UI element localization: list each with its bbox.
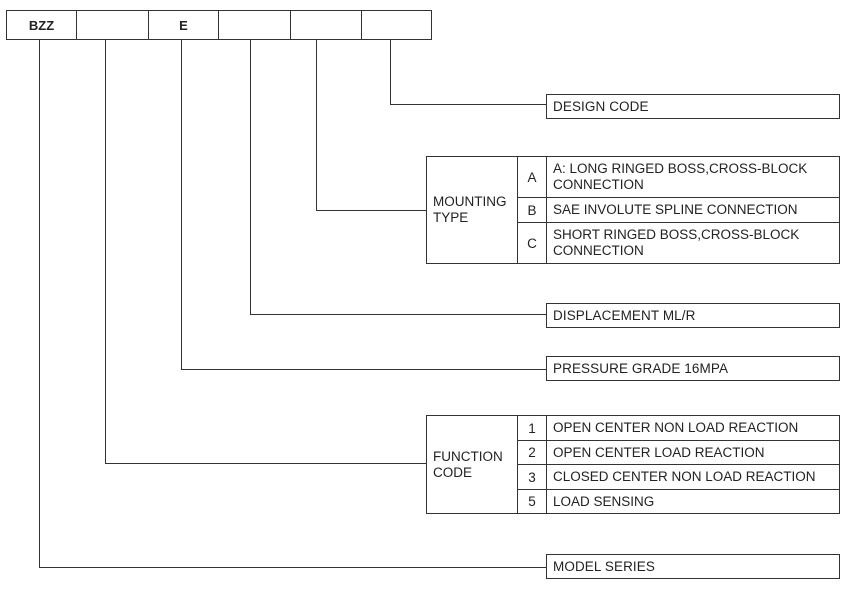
function-code-group: FUNCTION CODE 1 OPEN CENTER NON LOAD REA… [426, 415, 840, 514]
code-cell-model-series: BZZ [6, 10, 77, 40]
mounting-option-b-key: B [518, 198, 547, 223]
connector-function-code-horizontal [105, 463, 427, 464]
code-cell-design-code [361, 10, 432, 40]
displacement-label: DISPLACEMENT ML/R [553, 308, 696, 323]
code-cell-pressure-grade: E [148, 10, 219, 40]
design-code-box: DESIGN CODE [546, 94, 840, 119]
connector-displacement-horizontal [250, 314, 547, 315]
pressure-grade-box: PRESSURE GRADE 16MPA [546, 356, 840, 381]
connector-pressure-grade-horizontal [181, 369, 547, 370]
function-option-3-key: 3 [518, 465, 547, 490]
function-option-2-key: 2 [518, 441, 547, 465]
connector-design-code-vertical [390, 40, 391, 105]
function-code-label: FUNCTION CODE [427, 416, 518, 513]
code-cell-displacement [218, 10, 291, 40]
mounting-option-c-key: C [518, 223, 547, 263]
connector-model-series-vertical [39, 40, 40, 568]
mounting-option-b-text: SAE INVOLUTE SPLINE CONNECTION [547, 198, 839, 223]
connector-pressure-grade-vertical [181, 40, 182, 370]
model-series-label: MODEL SERIES [553, 559, 655, 574]
connector-mounting-type-vertical [316, 40, 317, 211]
connector-design-code-horizontal [390, 104, 547, 105]
connector-mounting-type-horizontal [316, 210, 427, 211]
function-option-2-text: OPEN CENTER LOAD REACTION [547, 441, 839, 465]
mounting-option-a-key: A [518, 157, 547, 198]
mounting-type-label: MOUNTING TYPE [427, 157, 518, 263]
code-cell-function-code [76, 10, 149, 40]
model-series-box: MODEL SERIES [546, 554, 840, 579]
function-option-3-text: CLOSED CENTER NON LOAD REACTION [547, 465, 839, 490]
function-option-5-key: 5 [518, 490, 547, 513]
connector-model-series-horizontal [39, 567, 547, 568]
mounting-type-group: MOUNTING TYPE A A: LONG RINGED BOSS,CROS… [426, 156, 840, 264]
design-code-label: DESIGN CODE [553, 99, 649, 114]
code-cell-mounting-type [290, 10, 362, 40]
connector-function-code-vertical [105, 40, 106, 464]
connector-displacement-vertical [250, 40, 251, 315]
function-option-1-key: 1 [518, 416, 547, 441]
pressure-grade-label: PRESSURE GRADE 16MPA [553, 361, 729, 376]
displacement-box: DISPLACEMENT ML/R [546, 303, 840, 328]
function-option-5-text: LOAD SENSING [553, 493, 655, 509]
function-option-1-text: OPEN CENTER NON LOAD REACTION [547, 416, 839, 441]
mounting-option-c-text: SHORT RINGED BOSS,CROSS-BLOCK CONNECTION [553, 227, 800, 258]
mounting-option-a-text: A: LONG RINGED BOSS,CROSS-BLOCK CONNECTI… [547, 157, 839, 198]
